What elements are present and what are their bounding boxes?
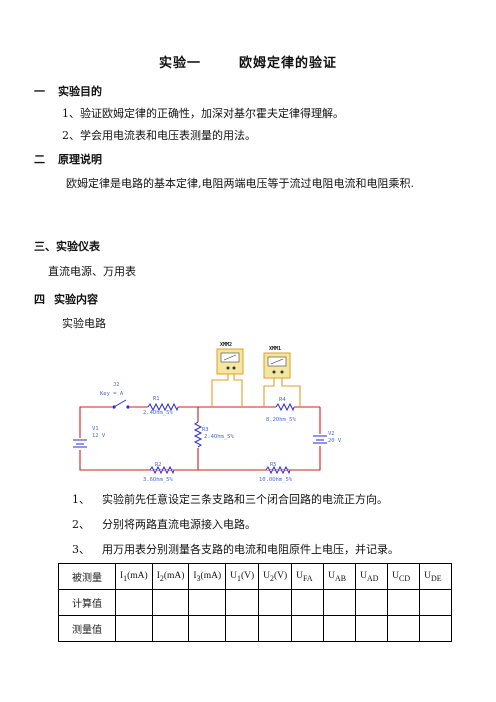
header-cell: UFA [291,563,325,590]
row-label: 测量值 [58,615,116,642]
step-item: 2、分别将两路直流电源接入电路。 [72,516,256,532]
table-row: 测量值 [58,615,453,642]
objective-item: 2、学会用电流表和电压表测量的用法。 [62,129,256,142]
multimeter-xmm2 [216,348,244,375]
resistor-r5 [265,465,291,475]
table-cell [115,589,153,616]
header-cell: I3(mA) [188,563,227,590]
label-r2-value: 3.6Ohm_5% [143,477,173,483]
step-number: 1、 [72,493,90,506]
label-r1: R1 [153,396,160,402]
header-cell: U1(V) [225,563,260,590]
instruments-text: 直流电源、万用表 [48,265,136,278]
header-cell: UAD [355,563,389,590]
resistor-r4 [275,402,295,412]
label-r2: R2 [155,462,162,468]
title-part2: 欧姆定律的验证 [239,56,338,71]
row-label: 被测量 [58,563,116,590]
header-cell: UDE [419,563,453,590]
table-cell [258,615,293,642]
section-label: 实验内容 [54,293,98,306]
table-cell [419,615,453,642]
label-r1-value: 2.4Ohm_5% [143,410,173,416]
table-cell [323,615,357,642]
table-cell [419,589,453,616]
label-r5-value: 10.0Ohm_5% [259,477,293,483]
label-xmm1: XMM1 [269,346,281,352]
section-number: 二 [34,153,45,166]
battery-v2 [312,434,328,446]
circuit-diagram: XMM2 XMM1 J2 Key = A R1 2.4Ohm_5% R4 8.2… [72,342,342,483]
label-v2: V2 [328,431,335,437]
title-part1: 实验一 [158,56,201,71]
label-v1-value: 12 V [92,433,106,439]
header-cell: UAB [323,563,357,590]
label-r5: R5 [270,462,277,468]
table-cell [291,589,325,616]
table-cell [115,615,153,642]
multimeter-xmm1 [263,352,291,379]
label-r3-value: 2.4Ohm_5% [204,434,234,440]
objective-item: 1、验证欧姆定律的正确性，加深对基尔霍夫定律得理解。 [62,107,344,120]
table-cell [355,589,389,616]
label-key: Key = A [100,391,124,397]
step-item: 1、实验前先任意设定三条支路和三个闭合回路的电流正方向。 [72,491,388,507]
table-cell [387,615,421,642]
switch-j2 [112,399,130,409]
label-r4: R4 [279,397,286,403]
label-j2: J2 [113,382,120,388]
section-label: 原理说明 [58,153,102,166]
step-text: 分别将两路直流电源接入电路。 [102,518,256,531]
step-number: 3、 [72,543,90,556]
table-cell [188,615,227,642]
section-label: 实验目的 [58,85,102,98]
table-cell [258,589,293,616]
principle-paragraph: 欧姆定律是电路的基本定律,电阻两端电压等于流过电阻电流和电阻乘积. [66,177,414,190]
step-text: 用万用表分别测量各支路的电流和电阻原件上电压，并记录。 [102,543,399,556]
table-row: 计算值 [58,589,453,616]
header-cell: I2(mA) [151,563,190,590]
measurement-table: 被测量 I1(mA) I2(mA) I3(mA) U1(V) U2(V) UFA… [58,563,453,642]
orange-wires [211,374,301,407]
table-cell [323,589,357,616]
resistor-r3 [193,421,203,448]
circuit-caption: 实验电路 [62,317,106,330]
table-cell [291,615,325,642]
section-heading-1: 一实验目的 [34,83,102,99]
row-label: 计算值 [58,589,116,616]
label-r3: R3 [202,427,209,433]
header-cell: U2(V) [258,563,293,590]
battery-v1 [72,438,88,450]
table-cell [355,615,389,642]
section-number: 四 [34,293,45,306]
header-cell: I1(mA) [115,563,153,590]
table-cell [225,589,260,616]
label-v1: V1 [92,426,99,432]
step-item: 3、用万用表分别测量各支路的电流和电阻原件上电压，并记录。 [72,541,399,557]
table-cell [151,615,190,642]
step-number: 2、 [72,518,90,531]
table-header-row: 被测量 I1(mA) I2(mA) I3(mA) U1(V) U2(V) UFA… [58,563,453,590]
table-cell [387,589,421,616]
header-cell: UCD [387,563,421,590]
label-xmm2: XMM2 [220,342,232,348]
section-number: 一 [34,85,45,98]
section-number: 三、 [34,240,56,253]
resistor-r2 [149,465,175,475]
section-label: 实验仪表 [56,240,100,253]
table-cell [188,589,227,616]
step-text: 实验前先任意设定三条支路和三个闭合回路的电流正方向。 [102,493,388,506]
section-heading-2: 二原理说明 [34,151,102,167]
table-cell [151,589,190,616]
label-r4-value: 8.2Ohm_5% [266,417,296,423]
table-cell [225,615,260,642]
section-heading-4: 四实验内容 [34,291,98,307]
resistor-r1 [147,402,179,412]
label-v2-value: 20 V [328,438,342,444]
section-heading-3: 三、实验仪表 [34,238,100,254]
page-title: 实验一 欧姆定律的验证 [0,52,496,71]
